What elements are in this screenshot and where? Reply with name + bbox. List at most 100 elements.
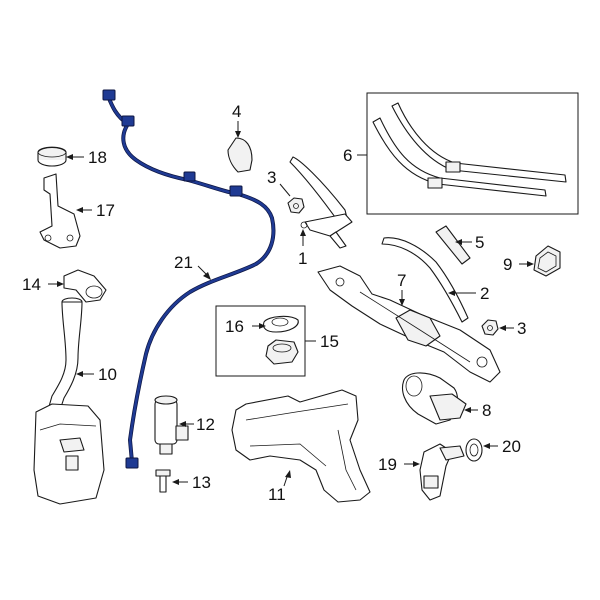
washer-reservoir-large[interactable]	[231, 389, 371, 503]
callout-20: 20	[502, 437, 521, 456]
linkage-pivot-left	[335, 277, 345, 287]
callout-arrow-5	[455, 239, 462, 245]
wiper-arm-left-pivot	[300, 221, 308, 229]
reservoir-small-port	[59, 437, 85, 453]
harness-connector-3	[183, 171, 196, 182]
cover-part-group[interactable]: 4	[227, 102, 253, 173]
grommet-part-group[interactable]: 9	[503, 245, 561, 277]
nut-lower-hole	[487, 325, 493, 331]
grommet-20-group[interactable]: 20	[465, 437, 521, 462]
callout-arrow-3b	[499, 325, 506, 331]
seal-16-inner	[271, 317, 289, 327]
callout-5: 5	[475, 233, 484, 252]
wiring-harness[interactable]	[106, 94, 275, 464]
pump-12-group[interactable]: 12	[154, 395, 215, 455]
wiper-arm-left-hinge	[329, 231, 347, 249]
callout-13: 13	[192, 473, 211, 492]
reservoir-large-edge	[337, 429, 357, 491]
wiring-harness-group[interactable]: 21	[102, 89, 276, 469]
nut-upper-hole	[293, 203, 299, 209]
callout-arrow-20	[483, 443, 490, 449]
linkage-pivot-right	[476, 356, 488, 368]
washer-pump-outlet	[159, 443, 173, 455]
callout-arrow-21	[203, 272, 211, 280]
bracket-17-group[interactable]: 17	[39, 173, 115, 249]
reservoir-cap-body	[37, 146, 67, 160]
wiper-blades-group[interactable]: 6	[343, 92, 579, 215]
bolt-shank	[159, 475, 167, 493]
callout-10: 10	[98, 365, 117, 384]
nut-upper-group[interactable]: 3	[267, 168, 305, 214]
wiper-motor-end	[405, 375, 423, 397]
callout-arrow-18	[66, 154, 73, 160]
motor-cap[interactable]	[533, 245, 561, 277]
cap-14-group[interactable]: 14	[22, 269, 107, 303]
cap-18-group[interactable]: 18	[37, 146, 107, 167]
reservoir-10-group[interactable]: 10	[33, 297, 117, 505]
callout-arrow-12	[179, 421, 186, 427]
callout-arrow-8	[464, 407, 471, 413]
wiper-motor-gearbox	[429, 393, 467, 421]
harness-connector-2	[121, 115, 135, 127]
callout-9: 9	[503, 255, 512, 274]
washer-pump-rear-connector	[423, 475, 439, 489]
callout-6: 6	[343, 146, 352, 165]
pump-seal-box-group[interactable]: 16 15	[215, 305, 339, 377]
wiper-blade-upper[interactable]	[391, 102, 567, 183]
reservoir-large-seam	[245, 403, 349, 421]
callout-14: 14	[22, 275, 41, 294]
washer-pump-rear-outlet	[439, 445, 465, 461]
callout-15: 15	[320, 332, 339, 351]
harness-connector-5	[125, 457, 139, 469]
callout-arrow-9	[527, 261, 534, 267]
wiper-arm-left[interactable]	[289, 156, 349, 225]
callout-11: 11	[268, 485, 286, 504]
pump-19-group[interactable]: 19	[378, 443, 465, 501]
motor-part-group[interactable]: 8	[401, 372, 492, 425]
bracket-hole-1	[44, 234, 52, 242]
wiper-arm-right-group[interactable]: 2	[381, 237, 489, 323]
linkage-crank	[395, 309, 441, 347]
bracket-hole-2	[66, 234, 74, 242]
wiper-blade-clip-lower	[427, 177, 443, 189]
wiper-arm-left-group[interactable]: 1	[289, 156, 353, 268]
wiper-blades-box	[366, 92, 579, 215]
pump-grommet[interactable]	[465, 438, 483, 462]
linkage-part-group[interactable]: 7	[317, 265, 501, 383]
bolt-head[interactable]	[155, 469, 171, 477]
callout-arrow-10	[76, 371, 83, 377]
wiper-arm-right[interactable]	[381, 237, 469, 323]
reservoir-bracket[interactable]	[39, 173, 81, 249]
callout-7: 7	[397, 271, 406, 290]
wiper-blade-lower[interactable]	[372, 117, 547, 197]
washer-reservoir-small[interactable]	[33, 403, 105, 505]
filler-cap[interactable]	[63, 269, 107, 303]
filler-neck[interactable]	[47, 301, 83, 411]
harness-connector-1	[102, 89, 116, 101]
washer-pump-top	[154, 395, 178, 405]
callout-2: 2	[480, 284, 489, 303]
reservoir-large-contour	[249, 443, 327, 467]
arm-cap[interactable]	[435, 225, 471, 265]
callout-arrow-19	[413, 461, 420, 467]
reservoir-cap-top	[37, 146, 67, 158]
callout-line-3a	[279, 183, 291, 197]
callout-8: 8	[482, 401, 491, 420]
bolt-13-group[interactable]: 13	[155, 469, 211, 493]
nut-lower[interactable]	[481, 319, 499, 336]
wiper-blade-clip-upper	[445, 161, 461, 173]
seal-16[interactable]	[262, 315, 299, 333]
callout-21: 21	[174, 253, 193, 272]
reservoir-small-outlet	[65, 455, 79, 471]
nut-lower-group[interactable]: 3	[481, 319, 526, 338]
washer-pump[interactable]	[154, 399, 178, 445]
callout-12: 12	[196, 415, 215, 434]
callout-3-lower: 3	[517, 319, 526, 338]
nut-upper[interactable]	[287, 197, 305, 214]
callout-arrow-17	[76, 207, 83, 213]
callout-16: 16	[225, 317, 244, 336]
cap-part-group[interactable]: 5	[435, 225, 484, 265]
cowl-cover[interactable]	[227, 137, 253, 173]
reservoir-11-group[interactable]: 11	[231, 389, 371, 504]
